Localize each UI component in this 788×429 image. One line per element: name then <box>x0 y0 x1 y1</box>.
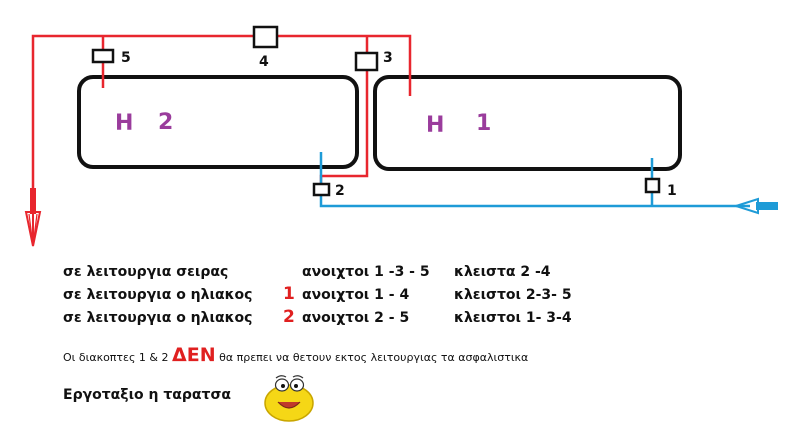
smiley-face-icon <box>264 375 314 422</box>
valve-3-label: 3 <box>383 50 393 66</box>
heater-h2-number: 2 <box>158 110 173 135</box>
valve-4 <box>252 25 279 49</box>
heater-h1-letter: Η <box>426 113 444 138</box>
mode-row-3-name: σε λειτουργια ο ηλιακος <box>63 310 253 326</box>
note-before: Οι διακοπτες 1 & 2 <box>63 351 169 364</box>
mode-row-1-open: ανοιχτοι 1 -3 - 5 <box>302 264 430 280</box>
valve-3 <box>354 51 379 72</box>
mode-row-3-open: ανοιχτοι 2 - 5 <box>302 310 410 326</box>
note-emphasis: ΔΕΝ <box>172 344 216 366</box>
valve-2 <box>312 182 331 197</box>
mode-row-1-closed: κλειστα 2 -4 <box>454 264 551 280</box>
mode-row-3-closed: κλειστοι 1- 3-4 <box>454 310 572 326</box>
mode-row-3-number: 2 <box>283 307 295 327</box>
valve-5 <box>91 48 115 64</box>
mode-row-1-name: σε λειτουργια σειρας <box>63 264 229 280</box>
valve-2-label: 2 <box>335 183 345 199</box>
heater-h2-letter: Η <box>115 111 133 136</box>
mode-row-2-closed: κλειστοι 2-3- 5 <box>454 287 572 303</box>
mode-row-2-name: σε λειτουργια ο ηλιακος <box>63 287 253 303</box>
tank-h2 <box>77 75 359 169</box>
hot-main-pipe <box>31 34 412 188</box>
heater-h1-number: 1 <box>476 111 491 136</box>
mode-row-2-number: 1 <box>283 284 295 304</box>
valve-labels: 5 4 3 2 1 <box>121 50 677 199</box>
hot-output-arrow <box>24 188 42 247</box>
heater-labels: Η 2 Η 1 <box>115 110 491 138</box>
cold-input-arrow <box>732 197 778 215</box>
valve-4-label: 4 <box>259 54 269 70</box>
valve-1 <box>644 177 661 194</box>
mode-row-2-open: ανοιχτοι 1 - 4 <box>302 287 410 303</box>
valve-5-label: 5 <box>121 50 131 66</box>
cold-main-pipe <box>319 152 750 208</box>
location-label: Εργοταξιο η ταρατσα <box>63 387 231 403</box>
valve-1-label: 1 <box>667 183 677 199</box>
valves <box>91 25 661 197</box>
tank-h1 <box>373 75 682 171</box>
note-line: Οι διακοπτες 1 & 2 ΔΕΝ θα πρεπει να θετο… <box>63 346 528 367</box>
note-after: θα πρεπει να θετουν εκτος λειτουργιας τα… <box>219 351 529 364</box>
